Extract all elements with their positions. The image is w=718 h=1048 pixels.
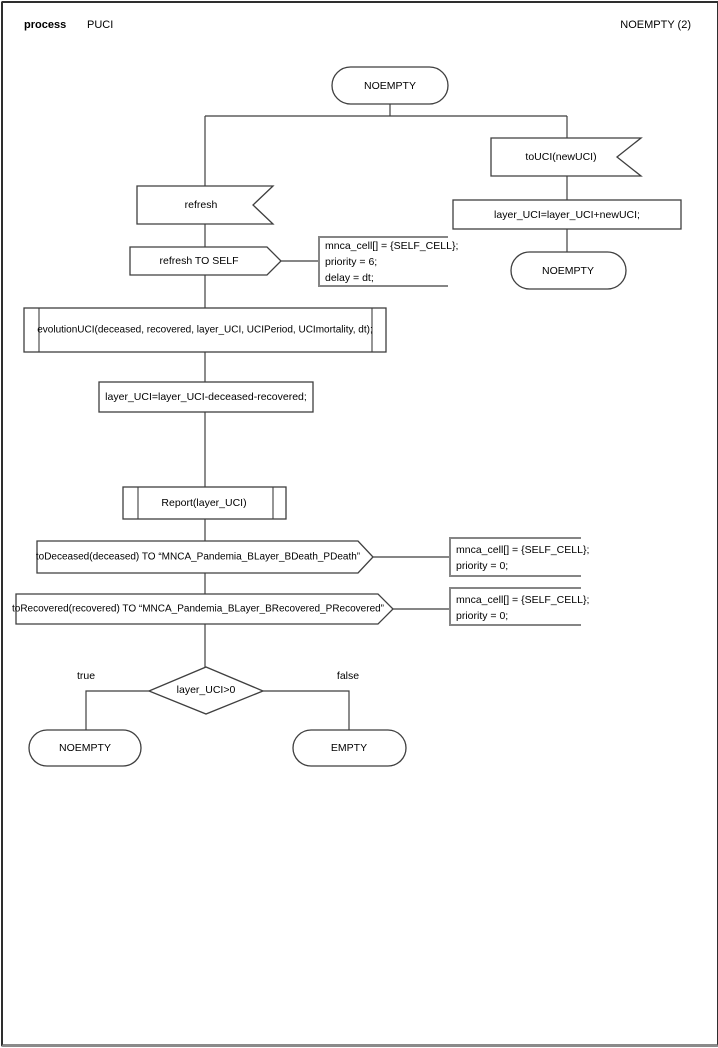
comment-deceased-text: mnca_cell[] = {SELF_CELL}; priority = 0; <box>456 544 590 572</box>
decision-label: layer_UCI>0 <box>176 684 236 696</box>
state-true-result-shape[interactable] <box>28 729 142 767</box>
task-subtract-shape[interactable] <box>98 381 314 413</box>
input-refresh-label: refresh <box>184 199 218 211</box>
procedure-report-label: Report(layer_UCI) <box>161 497 247 509</box>
output-recovered-shape[interactable] <box>15 593 394 625</box>
connector-true-branch <box>85 690 149 730</box>
comment-deceased-shape[interactable] <box>449 537 581 577</box>
state-false-result-shape[interactable] <box>292 729 407 767</box>
task-subtract-label: layer_UCI=layer_UCI-deceased-recovered; <box>105 391 307 403</box>
task-add-label: layer_UCI=layer_UCI+newUCI; <box>494 209 640 221</box>
input-refresh-shape[interactable] <box>136 185 275 225</box>
procedure-report-shape[interactable] <box>122 486 287 520</box>
process-name: PUCI <box>87 19 114 31</box>
procedure-evolution-inner-lines <box>38 308 373 352</box>
connector-false-branch <box>263 690 350 730</box>
input-touci-label: toUCI(newUCI) <box>525 151 597 163</box>
task-add-shape[interactable] <box>452 199 682 230</box>
state-start-label: NOEMPTY <box>364 80 416 92</box>
input-touci-shape[interactable] <box>490 137 643 177</box>
diagram-kind-label: process <box>24 19 67 31</box>
branch-true-label: true <box>76 670 96 682</box>
output-recovered-label: toRecovered(recovered) TO “MNCA_Pandemia… <box>11 603 385 615</box>
output-refresh-self-shape[interactable] <box>129 246 282 276</box>
state-start-shape[interactable] <box>331 66 449 105</box>
procedure-evolution-shape[interactable] <box>23 307 387 353</box>
diagram-canvas <box>15 66 682 767</box>
output-deceased-label: toDeceased(deceased) TO “MNCA_Pandemia_B… <box>35 551 361 563</box>
branch-false-label: false <box>336 670 360 682</box>
comment-recovered-text: mnca_cell[] = {SELF_CELL}; priority = 0; <box>456 594 590 622</box>
comment-refresh-text: mnca_cell[] = {SELF_CELL}; priority = 6;… <box>325 240 459 284</box>
output-deceased-shape[interactable] <box>36 540 374 574</box>
comment-recovered-shape[interactable] <box>449 587 581 626</box>
procedure-report-inner-lines <box>137 487 274 519</box>
state-after-touci-label: NOEMPTY <box>542 265 594 277</box>
page-title: NOEMPTY (2) <box>620 19 691 31</box>
state-after-touci-shape[interactable] <box>510 251 627 290</box>
decision-shape[interactable] <box>147 666 265 715</box>
state-false-result-label: EMPTY <box>330 742 368 754</box>
procedure-evolution-label: evolutionUCI(deceased, recovered, layer_… <box>37 324 373 336</box>
state-true-result-label: NOEMPTY <box>59 742 111 754</box>
output-refresh-self-label: refresh TO SELF <box>159 255 239 267</box>
comment-refresh-shape[interactable] <box>318 236 448 287</box>
